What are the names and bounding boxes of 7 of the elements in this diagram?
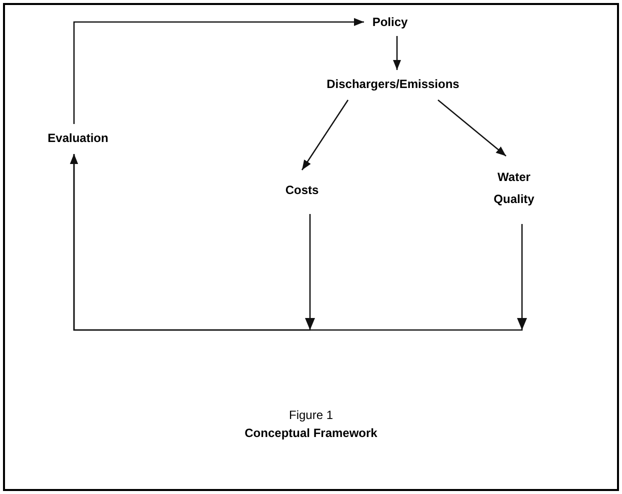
node-label: Policy xyxy=(368,12,412,32)
node-label: Water Quality xyxy=(486,166,542,210)
node-label: Evaluation xyxy=(32,128,124,148)
caption: Conceptual Framework xyxy=(244,425,378,442)
node-label: Costs xyxy=(274,180,330,200)
node-label: Dischargers/Emissions xyxy=(318,74,468,94)
figure-number: Figure 1 xyxy=(288,407,334,424)
